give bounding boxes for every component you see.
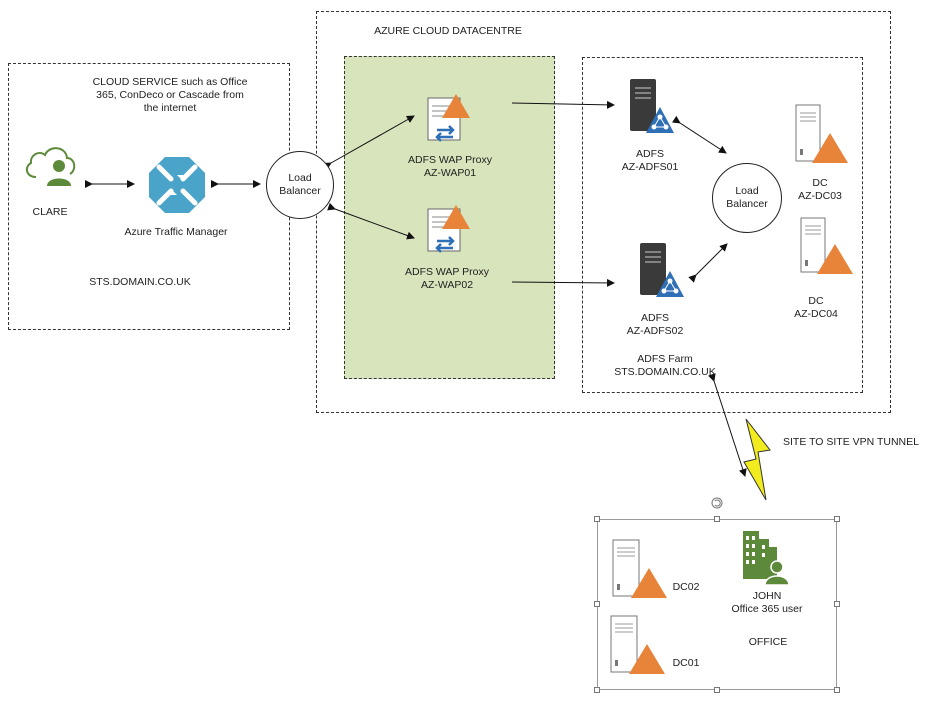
arrow-farm-vpn bbox=[708, 373, 747, 477]
domain-controller-icon bbox=[610, 615, 665, 674]
traffic-manager-icon bbox=[149, 157, 205, 213]
domain-controller-icon bbox=[795, 104, 848, 163]
traffic-manager-label: Azure Traffic Manager bbox=[124, 226, 228, 238]
dc2-label: DC02 bbox=[672, 581, 700, 593]
load-balancer-adfs: Load Balancer bbox=[712, 163, 782, 233]
resize-handle[interactable] bbox=[834, 516, 840, 522]
resize-handle[interactable] bbox=[594, 687, 600, 693]
resize-handle[interactable] bbox=[594, 516, 600, 522]
arrow-adfs2-lb bbox=[688, 243, 728, 283]
wap-proxy-icon bbox=[427, 94, 470, 142]
lightning-icon bbox=[743, 418, 771, 501]
cloud-user-icon bbox=[25, 147, 76, 186]
connector-arrows bbox=[85, 100, 747, 477]
building-user-icon bbox=[743, 531, 790, 586]
office-label: OFFICE bbox=[748, 636, 788, 648]
dc1-label: DC01 bbox=[672, 657, 700, 669]
vpn-tunnel-label: SITE TO SITE VPN TUNNEL bbox=[783, 436, 919, 448]
adfs-server-icon bbox=[630, 79, 674, 133]
arrow-lb-wap2 bbox=[327, 202, 415, 240]
user-label-clare: CLARE bbox=[32, 206, 68, 218]
domain-controller-icon bbox=[800, 217, 853, 274]
adfs-server-icon bbox=[640, 243, 684, 297]
resize-handle[interactable] bbox=[714, 687, 720, 693]
arrow-lb-wap1 bbox=[322, 115, 415, 170]
domain-controller-icon bbox=[612, 539, 667, 598]
azure-title: AZURE CLOUD DATACENTRE bbox=[374, 25, 522, 37]
sts-label-cloud: STS.DOMAIN.CO.UK bbox=[89, 276, 191, 288]
arrow-wap2-adfs2 bbox=[511, 278, 615, 287]
cloud-service-description: CLOUD SERVICE such as Office 365, ConDec… bbox=[92, 76, 248, 114]
rotate-handle-icon bbox=[711, 497, 723, 509]
arrow-wap1-adfs1 bbox=[511, 100, 615, 109]
resize-handle[interactable] bbox=[834, 601, 840, 607]
resize-handle[interactable] bbox=[834, 687, 840, 693]
arrow-adfs1-lb bbox=[671, 115, 727, 154]
wap-proxy-icon bbox=[427, 205, 470, 253]
resize-handle[interactable] bbox=[594, 601, 600, 607]
resize-handle[interactable] bbox=[714, 516, 720, 522]
load-balancer-left: Load Balancer bbox=[266, 151, 334, 219]
